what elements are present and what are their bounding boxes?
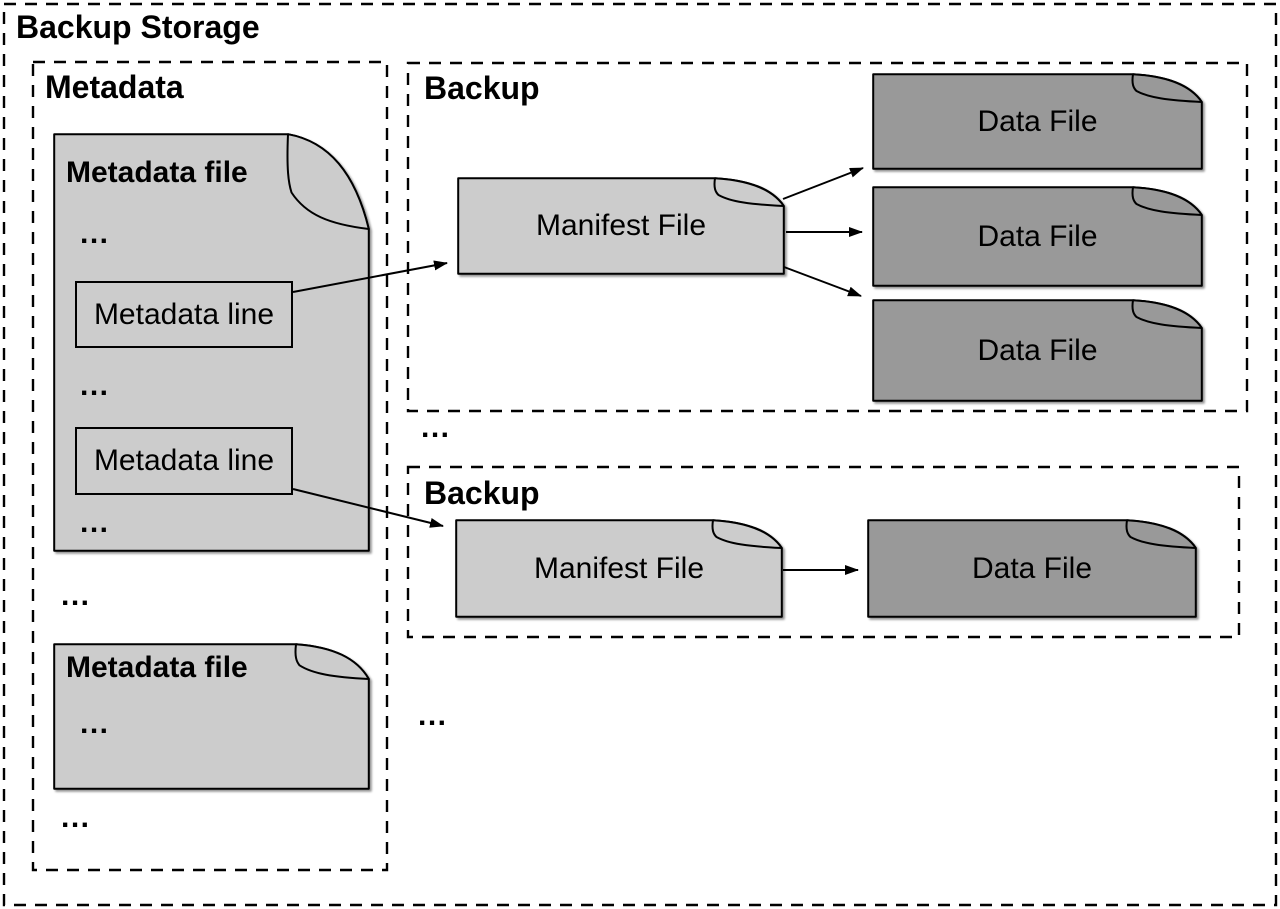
backup-storage-title: Backup Storage xyxy=(16,9,260,45)
data-file-4-label: Data File xyxy=(971,551,1093,585)
data-file-1-label: Data File xyxy=(977,104,1098,138)
manifest-file-doc-1: Manifest File xyxy=(457,177,785,275)
metadata-line-1: Metadata line xyxy=(75,281,293,348)
metadata-file-2-title: Metadata file xyxy=(66,651,248,684)
metadata-line-2: Metadata line xyxy=(75,427,293,495)
ellipsis-metadata-bottom: ... xyxy=(61,801,91,834)
metadata-group-label: Metadata xyxy=(45,69,184,105)
metadata-line-2-label: Metadata line xyxy=(93,444,275,477)
data-file-doc-1: Data File xyxy=(872,73,1203,170)
arrow-manifest-1-to-data-file-3 xyxy=(783,266,862,297)
arrow-manifest-1-to-data-file-1 xyxy=(782,167,864,200)
ellipsis-between-files: ... xyxy=(61,579,91,612)
data-file-2-label: Data File xyxy=(977,219,1098,253)
data-file-doc-4: Data File xyxy=(867,519,1197,618)
backup-1-label: Backup xyxy=(424,70,540,106)
manifest-file-1-label: Manifest File xyxy=(535,209,707,242)
metadata-file-1-title: Metadata file xyxy=(66,156,248,189)
ellipsis-file1-top: ... xyxy=(80,217,110,250)
ellipsis-between-backups: ... xyxy=(421,411,451,444)
ellipsis-file2-inner: ... xyxy=(80,707,110,740)
ellipsis-file1-bottom: ... xyxy=(80,506,110,539)
manifest-file-doc-2: Manifest File xyxy=(455,519,783,618)
manifest-file-2-label: Manifest File xyxy=(533,551,705,585)
data-file-doc-3: Data File xyxy=(872,299,1203,402)
metadata-line-1-label: Metadata line xyxy=(93,297,275,331)
data-file-3-label: Data File xyxy=(977,333,1098,367)
backup-2-label: Backup xyxy=(424,475,540,511)
data-file-doc-2: Data File xyxy=(872,186,1203,287)
ellipsis-below-backup-2: ... xyxy=(418,699,448,732)
ellipsis-file1-middle: ... xyxy=(80,369,110,402)
